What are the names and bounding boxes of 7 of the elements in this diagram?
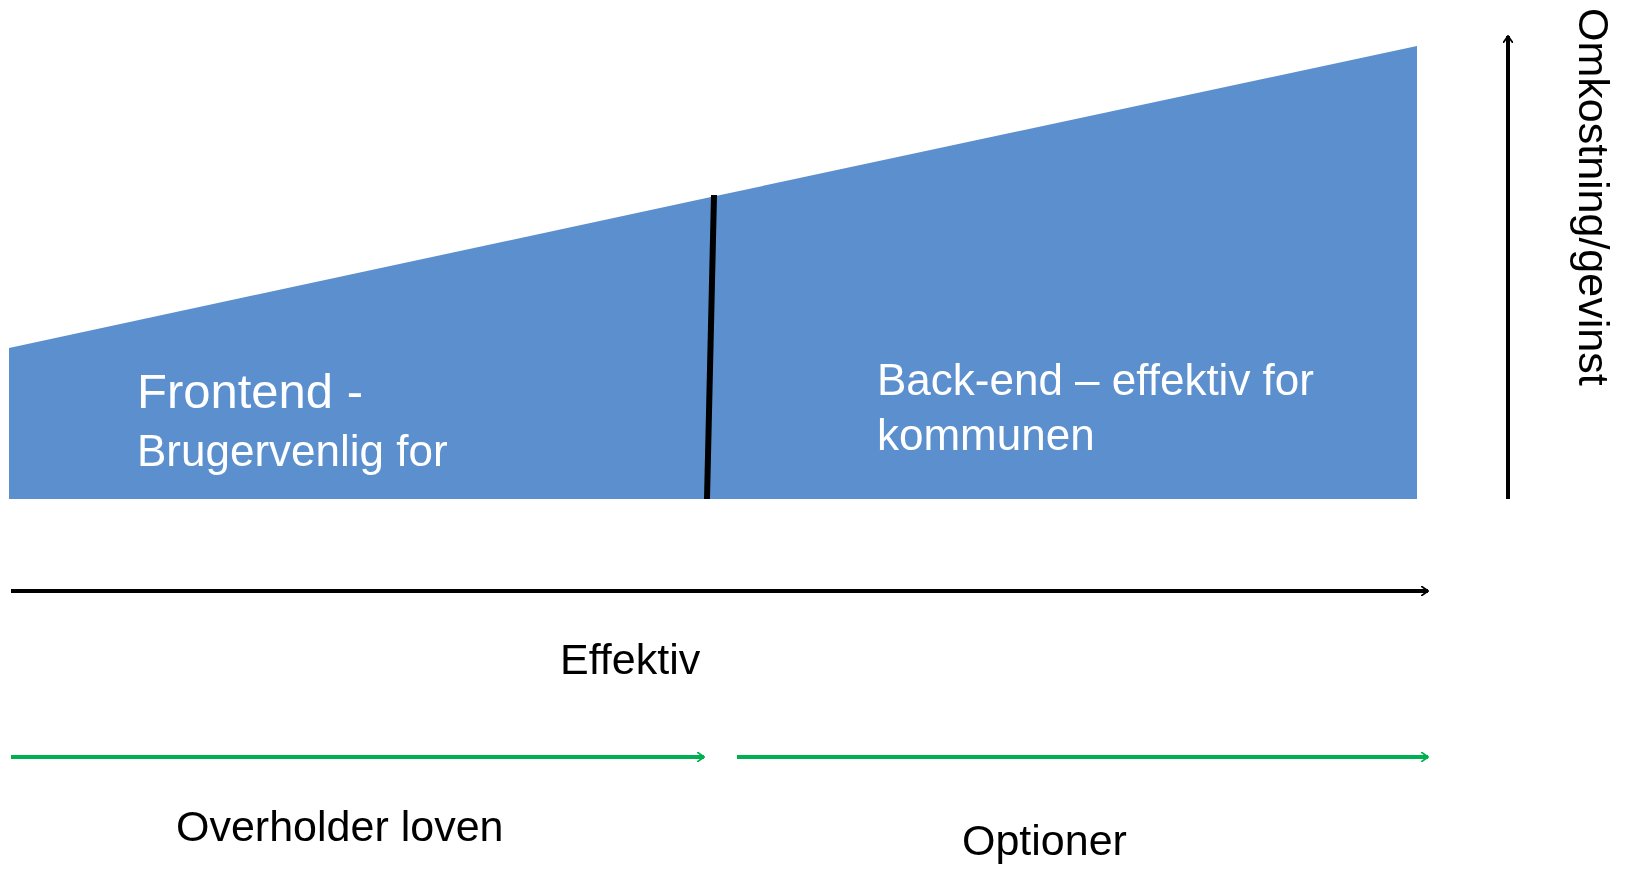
phase-label: Overholder loven	[176, 803, 504, 851]
axis-label: Effektiv	[560, 636, 701, 684]
phase-label: Optioner	[962, 817, 1127, 865]
area-label: Frontend -	[137, 363, 364, 420]
axis-label: Omkostning/gevinst	[1570, 8, 1618, 386]
area-label: Back-end – effektiv for kommunen	[877, 354, 1315, 461]
area-label: Brugervenlig for	[137, 425, 448, 477]
